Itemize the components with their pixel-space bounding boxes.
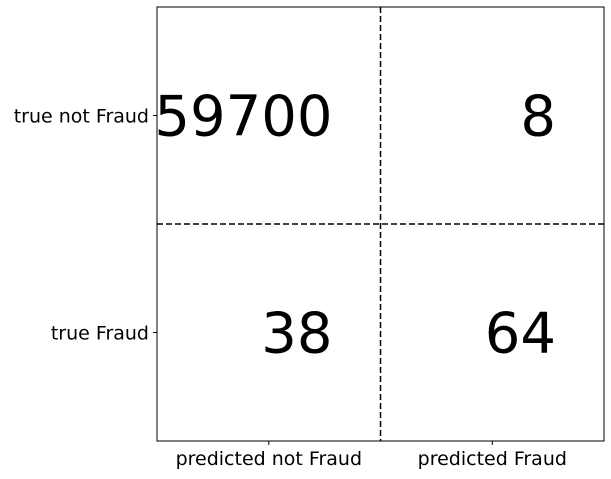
labels-layer: predicted not Fraud predicted Fraud true n…	[14, 106, 567, 471]
cells-layer: 59700 8 38 64	[154, 85, 556, 367]
y-tick-label-1: true Fraud	[51, 323, 149, 345]
cell-value-r0-c1: 8	[520, 85, 556, 150]
cell-value-r1-c1: 64	[485, 302, 556, 367]
cell-value-r1-c0: 38	[261, 302, 332, 367]
grid-layer	[157, 7, 604, 441]
y-tick-label-0: true not Fraud	[14, 106, 149, 128]
x-tick-label-0: predicted not Fraud	[176, 448, 362, 470]
x-tick-label-1: predicted Fraud	[418, 448, 567, 470]
ticks-layer	[153, 115, 493, 445]
cell-value-r0-c0: 59700	[154, 85, 332, 150]
